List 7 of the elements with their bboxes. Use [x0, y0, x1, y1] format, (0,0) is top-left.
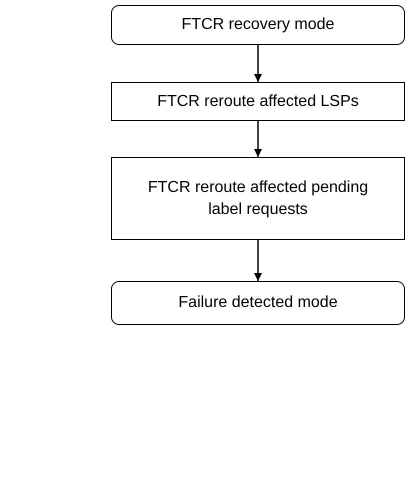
rounded-box: FTCR recovery mode — [111, 5, 405, 45]
rounded-box: Failure detected mode — [111, 281, 405, 325]
arrow — [254, 121, 262, 157]
arrow — [254, 240, 262, 281]
process-box: FTCR reroute affected LSPs — [111, 82, 405, 121]
process-box: FTCR reroute affected pending label requests — [111, 157, 405, 240]
arrow — [254, 45, 262, 82]
